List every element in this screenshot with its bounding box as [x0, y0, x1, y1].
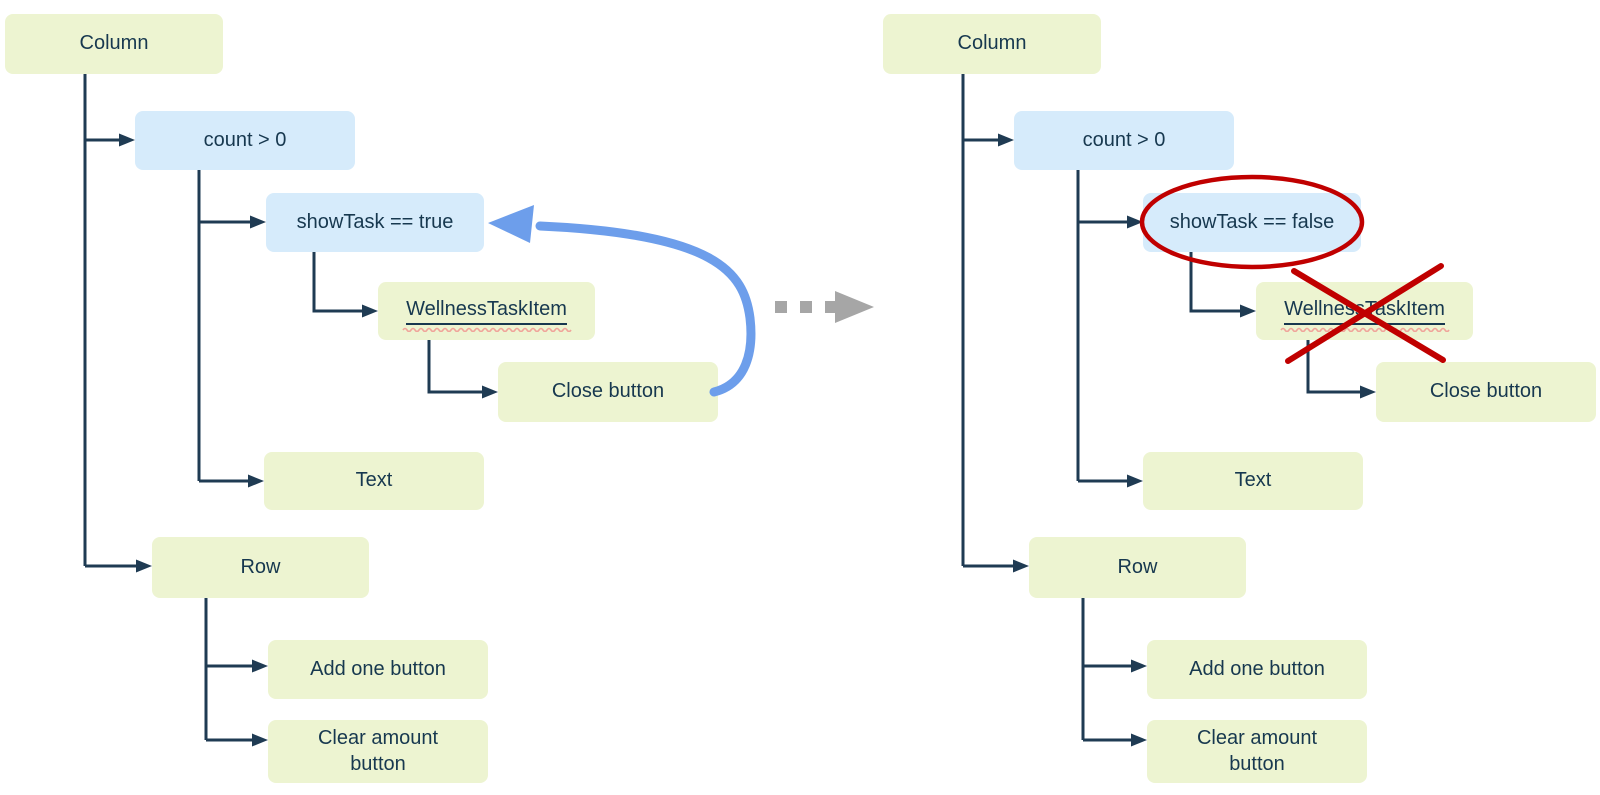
- node-label: count > 0: [203, 128, 287, 151]
- spellcheck-squiggle-icon: [401, 327, 572, 332]
- node-label: Row: [1117, 555, 1158, 578]
- connector-column-children-before: [83, 72, 137, 568]
- node-label: Clear amount button: [317, 726, 439, 775]
- node-label: Row: [240, 555, 281, 578]
- node-clear-amount-button-after: Clear amount button: [1147, 720, 1367, 783]
- connector-count-children-before: [197, 170, 251, 483]
- node-label: Close button: [551, 380, 665, 403]
- node-label: Column: [957, 32, 1027, 55]
- strikethrough-x-icon: [1285, 263, 1446, 364]
- tree-arrowheads: [119, 133, 1376, 747]
- connector-row-children-before: [204, 598, 253, 742]
- node-label: WellnessTaskItem: [406, 297, 567, 326]
- connector-showtask-child-before: [312, 252, 363, 313]
- node-label: showTask == true: [296, 210, 454, 233]
- spellcheck-squiggle-icon: [1279, 327, 1450, 332]
- node-row-before: Row: [152, 537, 369, 598]
- node-text-after: Text: [1143, 452, 1363, 510]
- connector-column-children-after: [961, 72, 1014, 568]
- node-count-condition-before: count > 0: [135, 111, 355, 170]
- node-showtask-condition-after: showTask == false: [1143, 193, 1361, 252]
- node-wellness-task-item-before: WellnessTaskItem: [378, 282, 595, 340]
- node-count-condition-after: count > 0: [1014, 111, 1234, 170]
- node-text-before: Text: [264, 452, 484, 510]
- transition-arrow-icon: [775, 291, 874, 323]
- node-label: Close button: [1429, 380, 1543, 403]
- node-label: WellnessTaskItem: [1284, 297, 1445, 326]
- node-row-after: Row: [1029, 537, 1246, 598]
- highlight-ellipse-icon: [1139, 174, 1365, 270]
- connector-wellness-child-before: [427, 340, 483, 394]
- node-label: showTask == false: [1169, 210, 1335, 233]
- node-label: count > 0: [1082, 128, 1166, 151]
- node-label: Add one button: [1189, 657, 1325, 680]
- node-add-one-button-before: Add one button: [268, 640, 488, 699]
- connector-count-children-after: [1076, 170, 1128, 483]
- node-label: Add one button: [310, 657, 446, 680]
- node-column-after: Column: [883, 14, 1101, 74]
- connector-wellness-child-after: [1306, 340, 1361, 394]
- node-label: Column: [79, 32, 149, 55]
- loop-arrow-icon: [488, 205, 756, 397]
- node-label: Clear amount button: [1196, 726, 1318, 775]
- node-label: Text: [355, 469, 393, 492]
- node-close-button-before: Close button: [498, 362, 718, 422]
- node-column-before: Column: [5, 14, 223, 74]
- node-close-button-after: Close button: [1376, 362, 1596, 422]
- node-showtask-condition-before: showTask == true: [266, 193, 484, 252]
- node-clear-amount-button-before: Clear amount button: [268, 720, 488, 783]
- node-add-one-button-after: Add one button: [1147, 640, 1367, 699]
- connector-showtask-child-after: [1189, 252, 1241, 313]
- connector-row-children-after: [1081, 598, 1132, 742]
- node-label: Text: [1234, 469, 1272, 492]
